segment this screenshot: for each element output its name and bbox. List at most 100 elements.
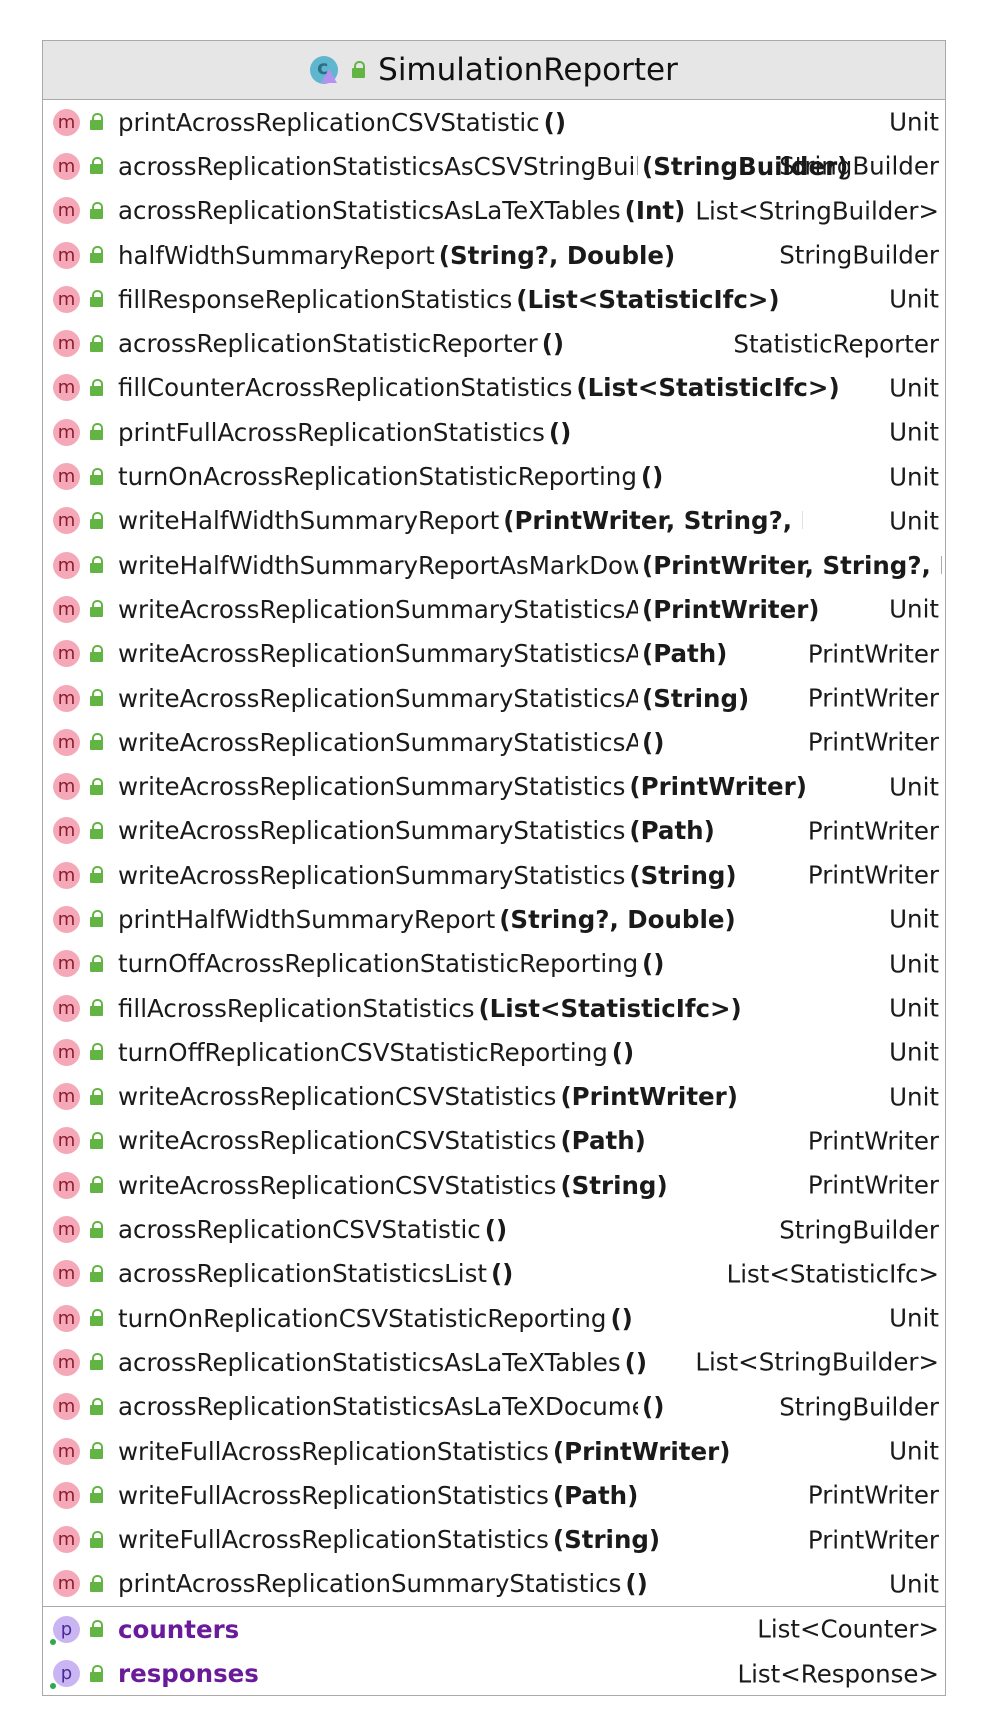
method-row[interactable]: m acrossReplicationStatisticsAsCSVStringB… <box>43 144 945 188</box>
method-row[interactable]: m writeAcrossReplicationCSVStatistics(Pri… <box>43 1075 945 1119</box>
method-name: printFullAcrossReplicationStatistics <box>118 417 545 447</box>
method-return-type: PrintWriter <box>807 683 939 713</box>
method-row[interactable]: m writeHalfWidthSummaryReportAsMarkDown(P… <box>43 543 945 587</box>
method-row[interactable]: m printFullAcrossReplicationStatistics() U… <box>43 410 945 454</box>
method-name: acrossReplicationStatisticsAsCSVStringBu… <box>118 151 638 181</box>
method-params: () <box>610 1303 633 1333</box>
method-params: () <box>625 1569 648 1599</box>
method-icon: m <box>53 374 80 402</box>
method-name: writeAcrossReplicationCSVStatistics <box>118 1170 557 1200</box>
method-icon: m <box>53 1083 80 1111</box>
method-icon: m <box>53 551 80 579</box>
class-header[interactable]: c SimulationReporter <box>43 41 945 100</box>
class-name: SimulationReporter <box>378 52 678 88</box>
public-visibility-icon <box>88 1264 104 1283</box>
method-icon: m <box>53 1570 80 1598</box>
method-return-type: List<StatisticIfc> <box>726 1259 939 1289</box>
public-visibility-icon <box>88 157 104 175</box>
method-params: () <box>611 1037 635 1067</box>
method-name: writeAcrossReplicationSummaryStatistics <box>118 816 626 846</box>
method-name: writeAcrossReplicationSummaryStatisticsA… <box>118 727 638 757</box>
method-name: writeAcrossReplicationSummaryStatistics <box>118 772 626 802</box>
method-name: writeAcrossReplicationCSVStatistics <box>118 1082 557 1112</box>
method-name: turnOffReplicationCSVStatisticReporting <box>118 1037 608 1067</box>
public-visibility-icon <box>88 1530 104 1549</box>
method-icon: m <box>53 1216 80 1244</box>
method-icon: m <box>53 994 80 1022</box>
public-visibility-icon <box>350 61 366 79</box>
method-icon: m <box>53 684 80 712</box>
property-type: List<Response> <box>737 1659 939 1689</box>
method-params: (PrintWriter, String?, Double) <box>642 550 942 580</box>
method-name: writeFullAcrossReplicationStatistics <box>118 1436 549 1466</box>
method-icon: m <box>53 595 80 623</box>
method-return-type: StatisticReporter <box>733 329 939 359</box>
method-name: acrossReplicationStatisticsAsLaTeXTables <box>118 1347 621 1377</box>
method-icon: m <box>53 1437 80 1465</box>
public-visibility-icon <box>88 1043 104 1061</box>
method-return-type: Unit <box>889 993 939 1023</box>
public-visibility-icon <box>88 1220 104 1239</box>
public-visibility-icon <box>88 1664 104 1683</box>
method-params: (Path) <box>552 1480 639 1510</box>
method-return-type: PrintWriter <box>807 816 939 846</box>
method-icon: m <box>53 418 80 446</box>
public-visibility-icon <box>88 511 104 530</box>
method-params: () <box>642 1392 665 1422</box>
method-return-type: Unit <box>889 417 939 447</box>
method-return-type: PrintWriter <box>807 727 939 757</box>
method-return-type: Unit <box>889 594 939 624</box>
method-params: (PrintWriter) <box>560 1082 738 1112</box>
public-visibility-icon <box>88 1131 104 1150</box>
public-visibility-icon <box>88 113 104 131</box>
method-params: () <box>484 1215 508 1245</box>
method-params: (StringBuilder) <box>642 151 849 181</box>
method-params: (Path) <box>629 816 715 846</box>
method-name: fillCounterAcrossReplicationStatistics <box>118 373 573 403</box>
method-params: (Int) <box>624 196 686 226</box>
public-visibility-icon <box>88 1442 104 1460</box>
method-icon: m <box>53 152 80 180</box>
method-name: writeFullAcrossReplicationStatistics <box>118 1525 549 1555</box>
method-return-type: Unit <box>889 1037 939 1067</box>
method-icon: m <box>53 640 80 668</box>
method-return-type: Unit <box>889 1303 939 1333</box>
method-name: turnOnAcrossReplicationStatisticReportin… <box>118 462 637 492</box>
method-name: writeHalfWidthSummaryReportAsMarkDown <box>118 550 638 580</box>
method-name: writeHalfWidthSummaryReport <box>118 506 500 536</box>
method-params: () <box>548 417 572 447</box>
